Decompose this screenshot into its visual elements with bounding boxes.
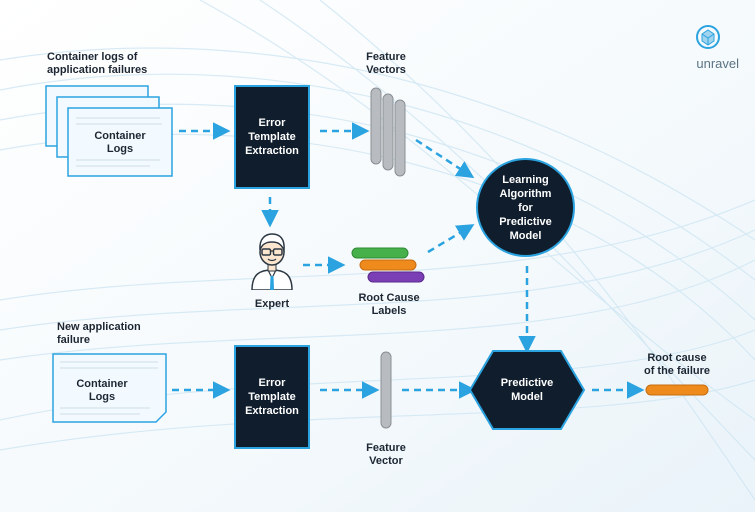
top-input-label: Container logs of application failures xyxy=(47,51,148,76)
top-extraction-box: Error Template Extraction xyxy=(234,85,310,189)
output-label: Root cause of the failure xyxy=(643,352,710,377)
feature-vector-label: Feature Vector xyxy=(366,442,406,467)
feature-vector-single xyxy=(380,351,392,429)
bottom-extraction-box: Error Template Extraction xyxy=(234,345,310,449)
root-cause-output-bar xyxy=(645,384,709,396)
learning-algorithm-circle: Learning Algorithm for Predictive Model xyxy=(476,158,575,257)
container-logs-single xyxy=(52,353,167,423)
predictive-model-hexagon xyxy=(468,350,586,430)
root-cause-labels-label: Root Cause Labels xyxy=(358,292,420,317)
root-cause-label-bars xyxy=(351,247,425,283)
cube-logo-icon xyxy=(696,25,720,49)
brand-name: unravel xyxy=(696,56,739,71)
arrow-vectors-to-learning xyxy=(415,138,475,179)
arrow-labels-to-learning xyxy=(427,224,475,254)
expert-label: Expert xyxy=(254,298,290,310)
bottom-input-label: New application failure xyxy=(57,321,141,346)
predictive-model-label: Predictive Model xyxy=(500,377,554,403)
feature-vectors-label: Feature Vectors xyxy=(366,51,406,76)
feature-vector-bars xyxy=(370,87,406,177)
bottom-docs-label: Container Logs xyxy=(76,378,128,403)
expert-icon xyxy=(251,233,293,290)
container-logs-stack xyxy=(45,85,173,177)
top-docs-label: Container Logs xyxy=(94,130,146,155)
